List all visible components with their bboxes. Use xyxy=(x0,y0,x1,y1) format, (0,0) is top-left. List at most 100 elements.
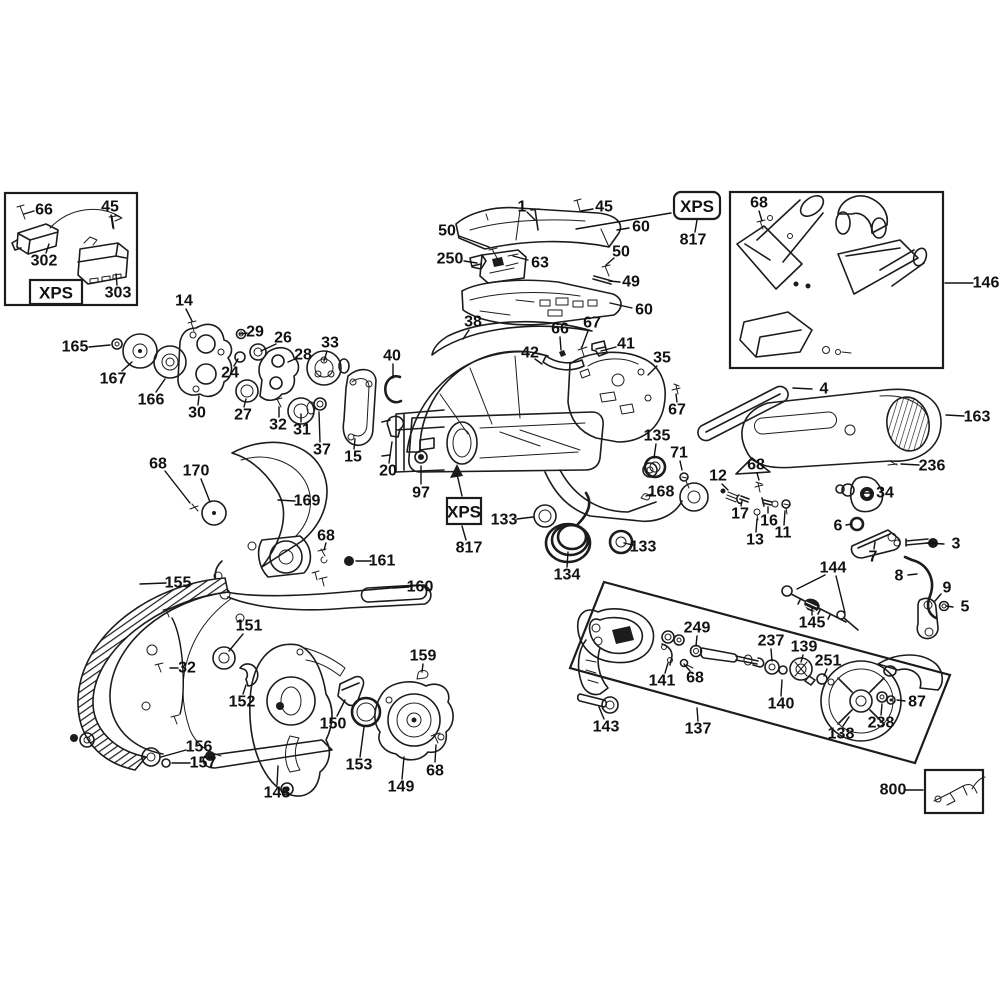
leader-line-37 xyxy=(318,411,321,443)
xps-leader-line xyxy=(456,473,463,497)
part-label-66: 66 xyxy=(551,321,569,338)
leader-line-71 xyxy=(679,460,683,471)
leader-line-141 xyxy=(664,662,669,674)
leader-line-42 xyxy=(534,358,543,365)
part-label-149: 149 xyxy=(388,779,415,796)
leader-line-137 xyxy=(696,707,699,722)
part-label-251: 251 xyxy=(815,653,842,670)
part-label-63: 63 xyxy=(531,255,549,272)
lower-guard xyxy=(70,577,333,771)
pulley-33 xyxy=(306,350,342,386)
part-label-1: 1 xyxy=(518,199,527,216)
leader-line-139 xyxy=(800,654,804,663)
part-label-144: 144 xyxy=(820,560,847,577)
leader-line-14 xyxy=(185,308,193,322)
leader-line-153 xyxy=(359,726,365,758)
pin-16 xyxy=(761,497,773,507)
leader-line-236 xyxy=(900,463,920,466)
washer-165 xyxy=(111,338,123,350)
part-label-151: 151 xyxy=(236,618,263,635)
part-label-60: 60 xyxy=(632,219,650,236)
leader-line-144 xyxy=(796,574,826,590)
part-label-49: 49 xyxy=(622,274,640,291)
leader-line-41 xyxy=(600,346,617,352)
bearing-26 xyxy=(249,343,267,361)
shaft-137 xyxy=(699,647,759,665)
leader-line-3 xyxy=(926,542,945,545)
part-label-250: 250 xyxy=(437,251,464,268)
part-label-12: 12 xyxy=(709,468,727,485)
grommet-135 xyxy=(643,455,667,479)
leader-line-1 xyxy=(526,211,536,221)
leader-line-133 xyxy=(516,516,534,520)
top-cover-assembly xyxy=(455,198,622,326)
part-label-800: 800 xyxy=(880,782,907,799)
part-label-5: 5 xyxy=(961,599,970,616)
nut-249 xyxy=(689,644,703,658)
part-label-161: 161 xyxy=(369,553,396,570)
xps-label-box xyxy=(28,278,84,306)
part-label-135: 135 xyxy=(644,428,671,445)
part-label-24: 24 xyxy=(221,365,239,382)
part-label-236: 236 xyxy=(919,458,946,475)
leader-line-6 xyxy=(845,523,853,526)
leader-line-67 xyxy=(675,393,678,403)
part-label-169: 169 xyxy=(294,493,321,510)
chute-tube-right xyxy=(879,249,925,287)
part-label-303: 303 xyxy=(105,285,132,302)
part-label-29: 29 xyxy=(246,324,264,341)
part-label-156: 156 xyxy=(186,739,213,756)
battery-slots xyxy=(89,273,122,284)
xps-leader-line xyxy=(575,212,672,230)
part-label-68: 68 xyxy=(686,670,704,687)
part-label-7: 7 xyxy=(869,549,878,566)
leader-line-27 xyxy=(243,398,247,408)
part-label-155: 155 xyxy=(165,575,192,592)
leader-line-817 xyxy=(461,525,467,541)
leader-line-68 xyxy=(683,663,691,672)
part-label-20: 20 xyxy=(379,463,397,480)
part-label-16: 16 xyxy=(760,513,778,530)
nut-87 xyxy=(886,695,896,705)
inset-laser-tool xyxy=(923,768,986,815)
part-label-133: 133 xyxy=(630,539,657,556)
elbow xyxy=(837,195,889,234)
screw-68i xyxy=(430,732,441,744)
collar-152 xyxy=(239,663,259,687)
leader-line-66 xyxy=(559,336,562,351)
leader-line-156 xyxy=(160,749,187,758)
leader-line-68 xyxy=(434,744,437,763)
leader-line-4 xyxy=(792,387,813,390)
inner-guard-148 xyxy=(249,643,333,797)
leader-line-8 xyxy=(907,573,918,576)
adapter-150 xyxy=(337,675,365,707)
part-label-160: 160 xyxy=(407,579,434,596)
part-label-15: 15 xyxy=(344,449,362,466)
part-label-8: 8 xyxy=(895,568,904,585)
leader-line-67 xyxy=(581,330,589,348)
washer-237 xyxy=(764,659,780,675)
part-label-87: 87 xyxy=(908,694,926,711)
disc-166 xyxy=(153,345,187,379)
ring-24 xyxy=(234,351,246,363)
o-ring-6 xyxy=(849,516,865,532)
part-label-152: 152 xyxy=(229,694,256,711)
part-label-17: 17 xyxy=(731,506,749,523)
wheel-bracket xyxy=(877,654,944,691)
leader-line-7 xyxy=(873,541,876,550)
bushing-156 xyxy=(141,747,161,767)
leader-line-15 xyxy=(353,438,356,450)
leader-line-66 xyxy=(23,210,35,215)
lever-141 xyxy=(661,643,673,666)
part-label-45: 45 xyxy=(101,199,119,216)
part-label-27: 27 xyxy=(234,407,252,424)
bushing-37 xyxy=(313,397,327,411)
part-label-165: 165 xyxy=(62,339,89,356)
part-label-41: 41 xyxy=(617,336,635,353)
part-label-141: 141 xyxy=(649,673,676,690)
upper-cover-60 xyxy=(455,206,622,250)
screw-236 xyxy=(887,460,898,466)
clip-159 xyxy=(416,669,429,680)
